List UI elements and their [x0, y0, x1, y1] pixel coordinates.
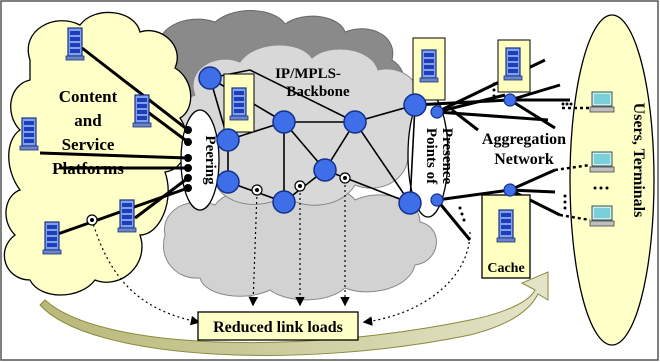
reduced-load-arrows: [91, 180, 471, 326]
pop-server-top: [412, 37, 446, 101]
terminal-access-links: [554, 106, 591, 222]
cache-box: [481, 194, 531, 279]
backbone-label-2: Backbone: [286, 84, 350, 100]
content-label-1: Content: [59, 87, 118, 106]
cache-tap-centers: [90, 176, 347, 222]
aggregation-label-1: Aggregation: [482, 131, 566, 148]
router-nodes: [198, 66, 427, 215]
reduced-link-loads-label: Reduced link loads: [213, 319, 343, 336]
pop-label-1: Points of: [423, 128, 439, 185]
aggregation-nodes: [430, 93, 517, 207]
pop-server-backbone: [223, 73, 255, 133]
content-label-2: and: [74, 111, 102, 130]
content-label-4: Platforms: [52, 159, 124, 178]
content-label-3: Service: [62, 135, 115, 154]
cache-flow-arrow: [39, 271, 549, 356]
backbone-label-1: IP/MPLS-: [275, 66, 341, 82]
aggregation-label-2: Network: [494, 151, 554, 168]
users-terminals-label: Users, Terminals: [630, 103, 647, 218]
users-terminals-ellipse: [569, 14, 655, 346]
ellipsis-markers: [458, 82, 609, 222]
aggregation-server-box: [497, 39, 531, 93]
peering-ports: [184, 126, 192, 192]
pop-label-2: Presence: [439, 128, 455, 185]
user-terminals: [589, 91, 615, 227]
peering-label: Peering: [202, 135, 218, 185]
cache-label: Cache: [487, 261, 524, 276]
reduced-link-loads-box: [197, 311, 359, 341]
